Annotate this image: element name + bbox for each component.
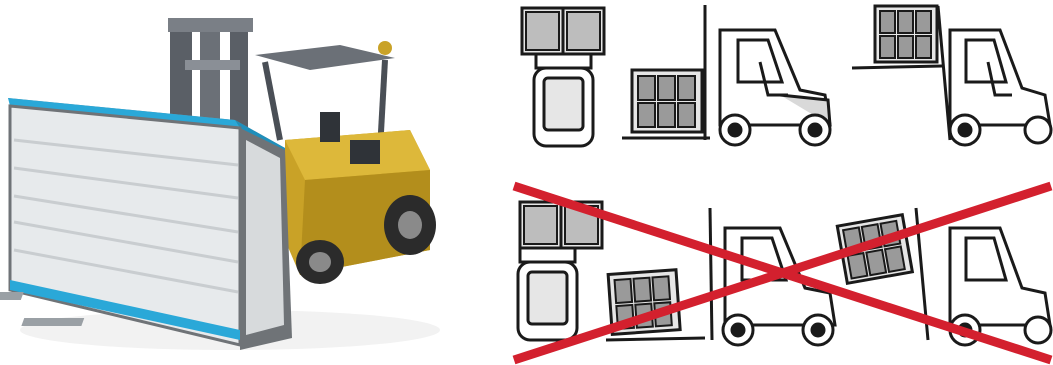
incorrect-handling-diagram (510, 180, 1053, 365)
top-view-forklift-offset (518, 202, 602, 340)
correct-handling-drawing (510, 0, 1053, 170)
forklift-with-display-case-illustration (0, 0, 500, 365)
refrigerated-display-case (0, 98, 292, 350)
incorrect-handling-drawing (510, 180, 1053, 365)
forklift-case-drawing (0, 0, 500, 365)
correct-handling-diagram (510, 0, 1053, 170)
forklift-pallet-low (622, 5, 830, 145)
top-view-forklift-centered (522, 8, 604, 146)
forklift-pallet-raised (852, 6, 1051, 145)
